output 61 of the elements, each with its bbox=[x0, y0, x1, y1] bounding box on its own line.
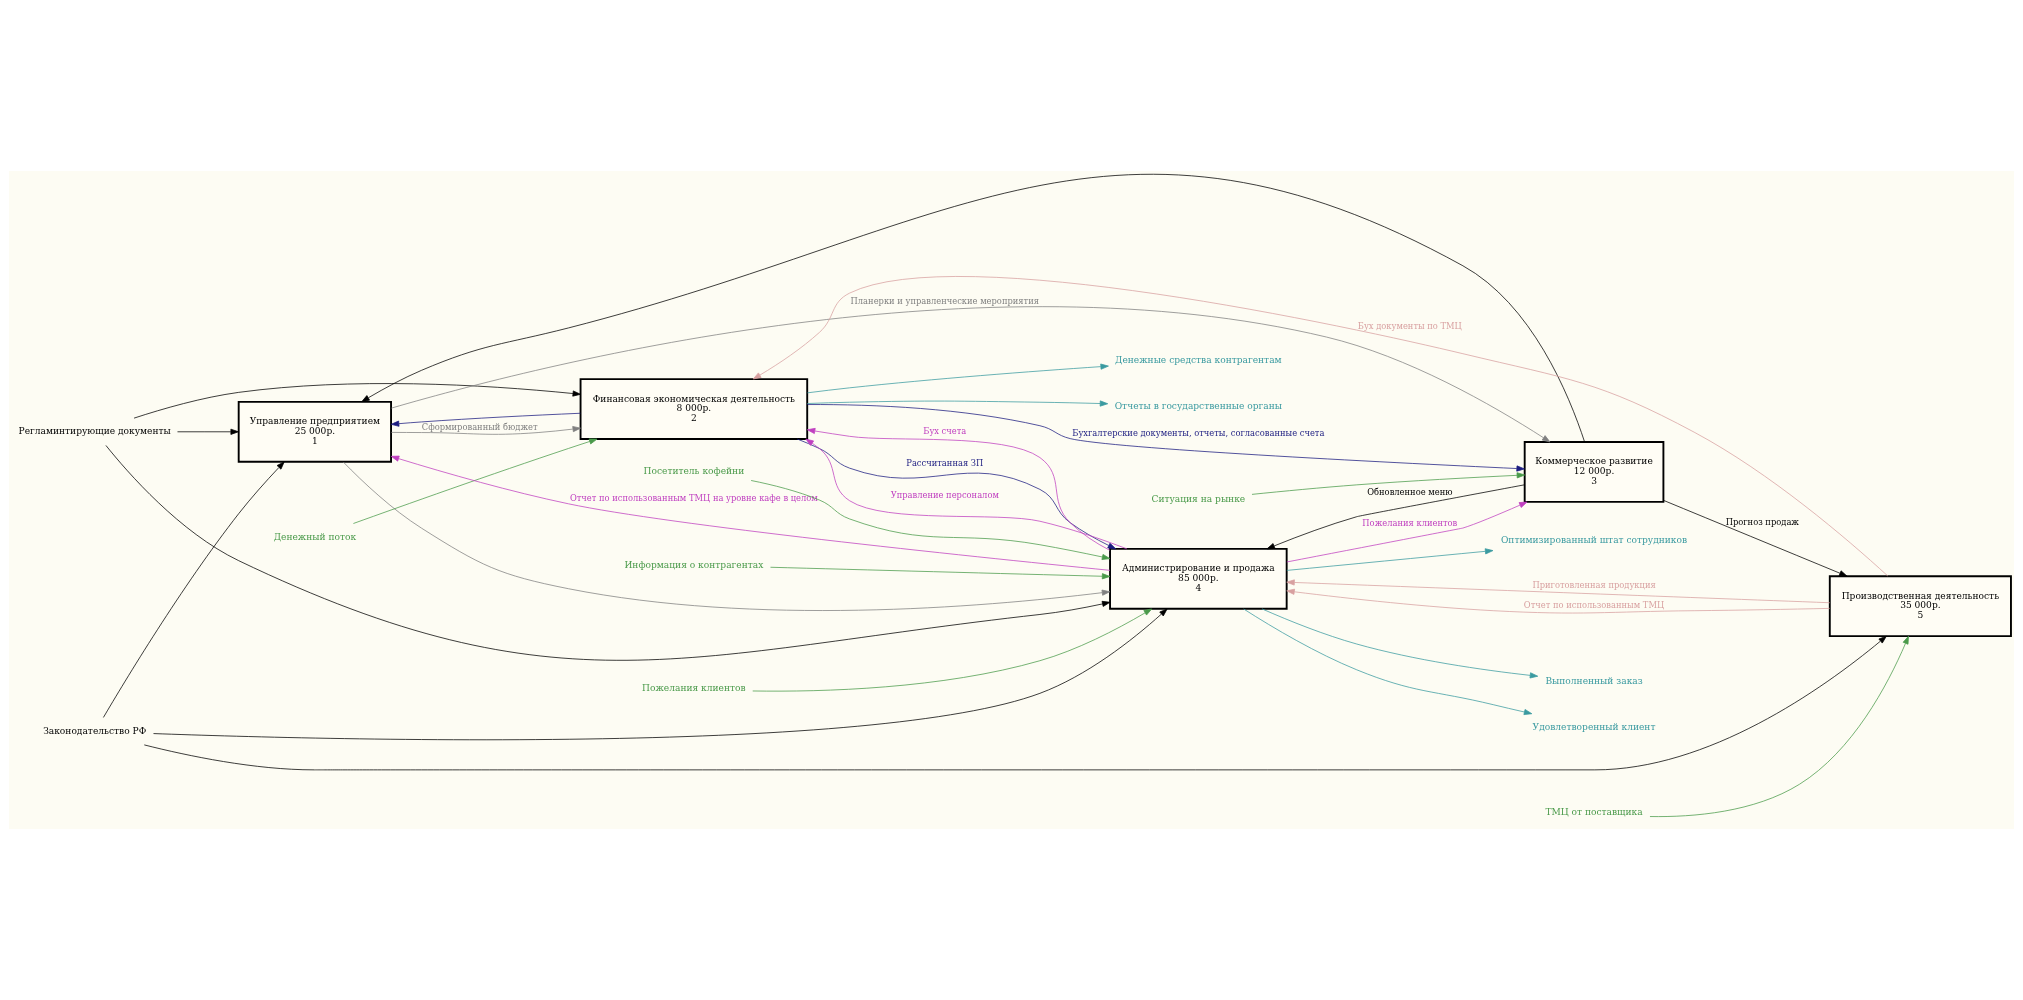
node-text: Регламинтирующие документы bbox=[18, 426, 171, 437]
arrow bbox=[807, 363, 1109, 394]
edge-label: Бух счета bbox=[923, 425, 967, 436]
arrow bbox=[390, 412, 581, 427]
arrow bbox=[1663, 499, 1848, 577]
arrow bbox=[1286, 548, 1494, 571]
node-text: Денежные средства контрагентам bbox=[1115, 354, 1282, 365]
arrow bbox=[1243, 608, 1533, 715]
node-box: Производственная деятельность 35 000р. 5 bbox=[1828, 575, 2012, 638]
edge-label: Отчет по использованным ТМЦ bbox=[1523, 600, 1665, 611]
arrow bbox=[133, 383, 581, 419]
node-text: Информация о контрагентах bbox=[624, 559, 764, 570]
arrow bbox=[752, 276, 1889, 577]
edge-label: Приготовленная продукция bbox=[1532, 579, 1656, 590]
edge-label: Сформированный бюджет bbox=[421, 422, 538, 433]
edge-label: Прогноз продаж bbox=[1725, 516, 1800, 527]
arrow bbox=[390, 455, 1111, 571]
arrow bbox=[1266, 484, 1525, 550]
node-text: ТМЦ от поставщика bbox=[1545, 806, 1643, 817]
node-box: Администрирование и продажа 85 000р. 4 bbox=[1109, 547, 1288, 610]
node-text: Оптимизированный штат сотрудников bbox=[1500, 535, 1688, 546]
arrow bbox=[770, 566, 1111, 580]
arrow bbox=[153, 608, 1168, 741]
edge-label: Рассчитанная ЗП bbox=[906, 457, 984, 468]
arrow bbox=[806, 400, 1109, 407]
arrow bbox=[105, 445, 1111, 661]
node-text: Отчеты в государственные органы bbox=[1114, 401, 1283, 412]
arrow bbox=[1261, 608, 1539, 679]
node-text: Законодательство РФ bbox=[43, 725, 147, 736]
arrow bbox=[807, 404, 1525, 472]
node-text: Ситуация на рынке bbox=[1151, 494, 1246, 505]
node-box: Финансовая экономическая деятельность 8 000р. 2 bbox=[579, 378, 809, 440]
arrow bbox=[1251, 472, 1526, 495]
arrow bbox=[342, 461, 1111, 611]
arrow bbox=[103, 461, 285, 718]
node-text: Пожелания клиентов bbox=[642, 683, 746, 694]
node-text: Выполненный заказ bbox=[1545, 675, 1643, 686]
arrow bbox=[390, 426, 581, 435]
arrow bbox=[143, 635, 1887, 771]
arrow bbox=[1649, 635, 1909, 817]
arrow bbox=[390, 306, 1551, 443]
node-text: Посетитель кофейни bbox=[643, 466, 745, 477]
arrow bbox=[750, 480, 1111, 560]
edge-label: Обновленное меню bbox=[1367, 487, 1453, 498]
node-text: Денежный поток bbox=[273, 531, 357, 542]
arrow bbox=[1286, 501, 1528, 563]
arrow bbox=[752, 608, 1153, 692]
edge-label: Отчет по использованным ТМЦ на уровне кафе в целом bbox=[569, 493, 818, 504]
node-box: Управление предприятием 25 000р. 1 bbox=[237, 400, 392, 463]
edge-label: Пожелания клиентов bbox=[1362, 517, 1458, 528]
arrow bbox=[1286, 579, 1831, 604]
edge-label: Управление персоналом bbox=[890, 490, 999, 501]
edge-label: Планерки и управленческие мероприятия bbox=[850, 296, 1039, 307]
node-box: Коммерческое развитие 12 000р. 3 bbox=[1523, 441, 1665, 503]
arrow bbox=[361, 173, 1585, 443]
node-text: Удовлетворенный клиент bbox=[1532, 721, 1656, 732]
arrow bbox=[353, 438, 598, 524]
edge-label: Бухгалтерские документы, отчеты, согласованные счета bbox=[1072, 428, 1325, 439]
arrow bbox=[1286, 588, 1831, 614]
arrow bbox=[177, 428, 239, 435]
edge-label: Бух документы по ТМЦ bbox=[1357, 320, 1462, 331]
